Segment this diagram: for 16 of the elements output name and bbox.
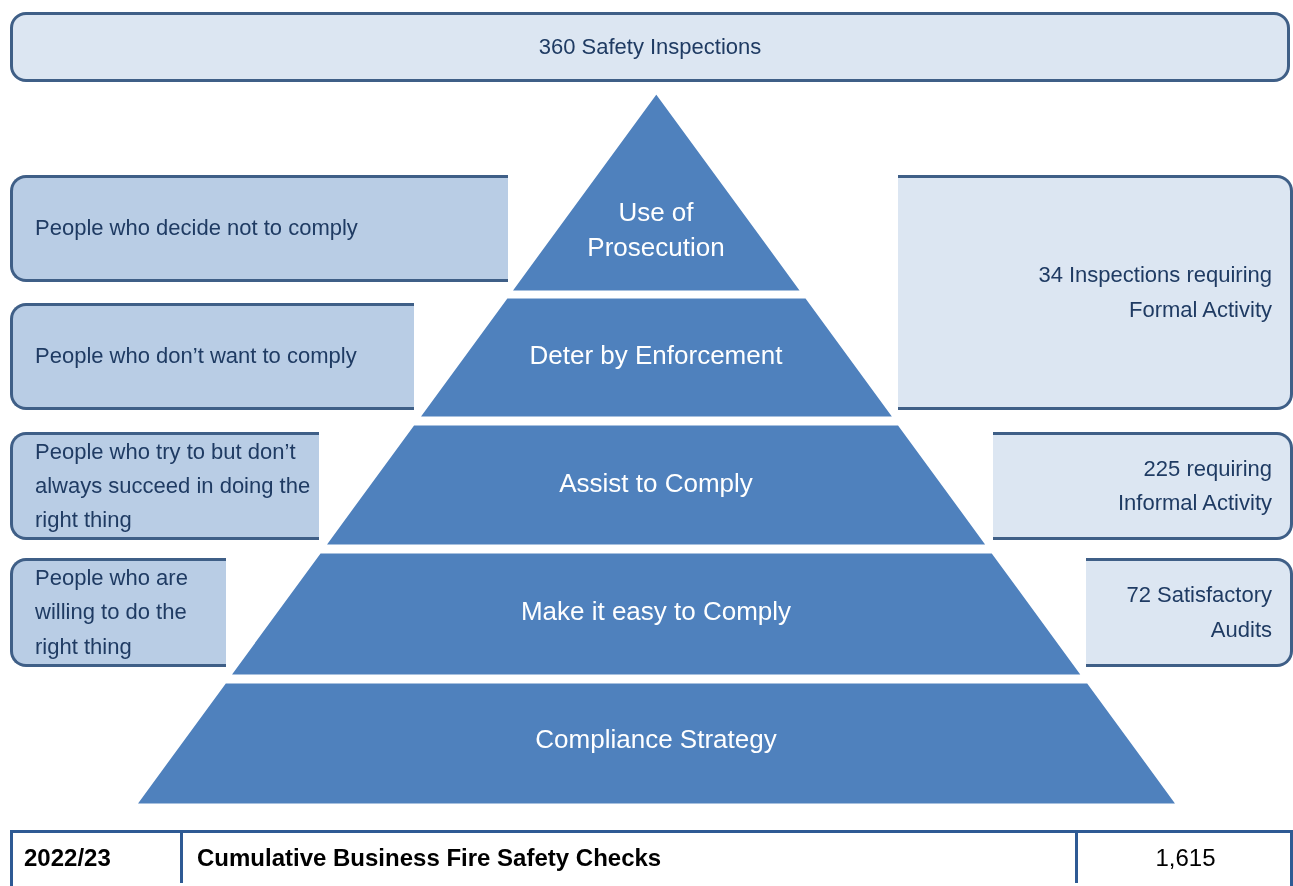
tier-label: Compliance Strategy [534, 723, 778, 756]
tier-label: Assist to Comply [558, 467, 754, 500]
tier-label: Make it easy to Comply [519, 595, 793, 628]
result-band: 225 requiring Informal Activity [993, 432, 1293, 540]
audience-band: People who try to but don’t always succeed in doing the right thing [10, 432, 319, 540]
audience-band: People who are willing to do the right thing [10, 558, 226, 667]
result-band: 72 Satisfactory Audits [1086, 558, 1293, 667]
table-cell: Cumulative Business Fire Safety Checks [197, 844, 662, 872]
table-cell: 2022/23 [24, 844, 111, 872]
tier-label: Deter by Enforcement [528, 339, 784, 372]
header-banner: 360 Safety Inspections [10, 12, 1290, 82]
result-band: 34 Inspections requiring Formal Activity [898, 175, 1293, 410]
audience-band: People who decide not to comply [10, 175, 508, 282]
value-cell: 1,615 [1155, 844, 1216, 872]
tier-label: Use of Prosecution [586, 196, 726, 265]
audience-band: People who don’t want to comply [10, 303, 414, 410]
